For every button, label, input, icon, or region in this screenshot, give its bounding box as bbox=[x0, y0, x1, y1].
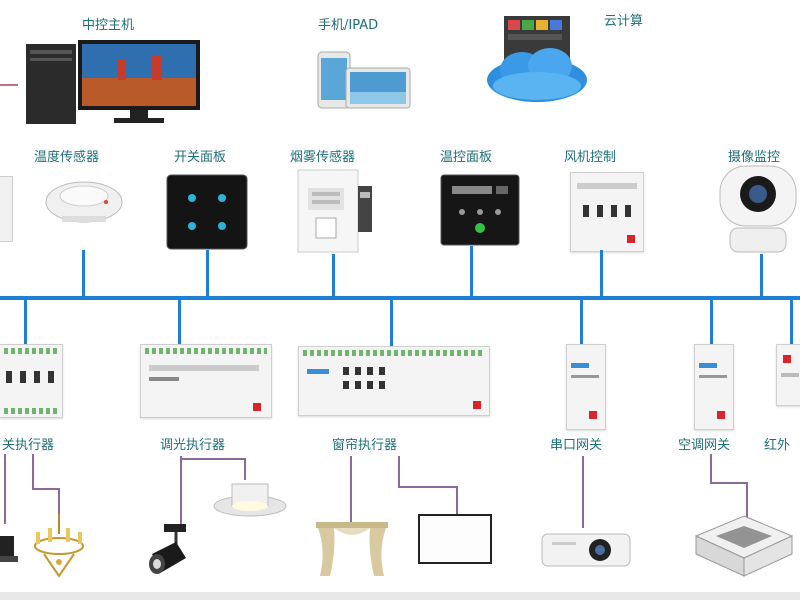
label-ir-module: 红外 bbox=[764, 438, 791, 453]
load-wire-8a bbox=[710, 454, 712, 484]
load-wire-5 bbox=[350, 456, 352, 526]
spotlight-icon bbox=[0, 526, 20, 566]
curtain-icon bbox=[316, 520, 388, 578]
bus-drop-thermostat bbox=[470, 246, 473, 298]
load-wire-2a bbox=[32, 454, 34, 490]
bus-drop-temp-sensor bbox=[82, 250, 85, 298]
label-thermostat-panel: 温控面板 bbox=[440, 150, 493, 165]
bus-drop-fan-control bbox=[600, 250, 603, 298]
bus-drop-switch-actuator bbox=[24, 298, 27, 346]
smoke-sensor-icon bbox=[296, 166, 376, 254]
dimmer-actuator-icon bbox=[140, 344, 272, 418]
switch-panel-icon bbox=[166, 174, 248, 250]
bottom-border bbox=[0, 592, 800, 600]
thermostat-panel-icon bbox=[440, 174, 520, 246]
desktop-pc-icon bbox=[22, 38, 202, 126]
label-switch-actuator: 关执行器 bbox=[2, 438, 55, 453]
label-serial-gateway: 串口网关 bbox=[550, 438, 603, 453]
ac-gateway-icon bbox=[694, 344, 734, 430]
bus-drop-dimmer-actuator bbox=[178, 298, 181, 344]
ir-module-icon bbox=[776, 344, 800, 406]
load-wire-4a bbox=[180, 458, 244, 460]
chandelier-icon bbox=[30, 514, 88, 580]
bus-drop-serial-gateway bbox=[580, 298, 583, 348]
track-light-icon bbox=[146, 524, 196, 582]
projection-screen-icon bbox=[418, 514, 492, 564]
load-wire-2b bbox=[32, 488, 60, 490]
phone-tablet-icon bbox=[316, 48, 412, 110]
label-mobile-ipad: 手机/IPAD bbox=[318, 18, 379, 33]
label-temp-sensor: 温度传感器 bbox=[34, 150, 100, 165]
load-wire-6b bbox=[398, 486, 456, 488]
load-wire-4b bbox=[244, 458, 246, 480]
camera-icon bbox=[716, 164, 800, 254]
bus-drop-switch-panel bbox=[206, 250, 209, 298]
label-dimmer-actuator: 调光执行器 bbox=[160, 438, 226, 453]
curtain-actuator-icon bbox=[298, 346, 490, 416]
load-wire-7 bbox=[582, 456, 584, 528]
label-camera: 摄像监控 bbox=[728, 150, 781, 165]
cloud-server-icon bbox=[482, 14, 592, 106]
partial-device-icon bbox=[0, 176, 13, 242]
switch-actuator-icon bbox=[0, 344, 63, 418]
bus-drop-ir-module bbox=[790, 298, 793, 344]
host-link-line bbox=[0, 84, 18, 86]
label-cloud-computing: 云计算 bbox=[604, 14, 644, 29]
ceiling-ac-icon bbox=[694, 514, 794, 580]
smoke-detector-icon bbox=[42, 176, 126, 236]
label-switch-panel: 开关面板 bbox=[174, 150, 227, 165]
serial-gateway-icon bbox=[566, 344, 606, 430]
load-wire-2c bbox=[58, 488, 60, 518]
bus-drop-smoke-sensor bbox=[332, 254, 335, 298]
knx-bus-line bbox=[0, 296, 800, 300]
load-wire-1 bbox=[4, 454, 6, 524]
label-curtain-actuator: 窗帘执行器 bbox=[332, 438, 398, 453]
fan-controller-icon bbox=[570, 172, 644, 252]
bus-drop-ac-gateway bbox=[710, 298, 713, 348]
load-wire-8c bbox=[746, 482, 748, 518]
projector-icon bbox=[538, 524, 634, 572]
downlight-icon bbox=[210, 476, 290, 520]
label-ac-gateway: 空调网关 bbox=[678, 438, 731, 453]
label-smoke-sensor: 烟雾传感器 bbox=[290, 150, 356, 165]
load-wire-8b bbox=[710, 482, 746, 484]
load-wire-6a bbox=[398, 456, 400, 488]
label-central-host: 中控主机 bbox=[82, 18, 135, 33]
load-wire-6c bbox=[456, 486, 458, 516]
load-wire-3 bbox=[180, 456, 182, 526]
bus-drop-camera bbox=[760, 254, 763, 298]
label-fan-control: 风机控制 bbox=[564, 150, 617, 165]
bus-drop-curtain-actuator bbox=[390, 298, 393, 348]
